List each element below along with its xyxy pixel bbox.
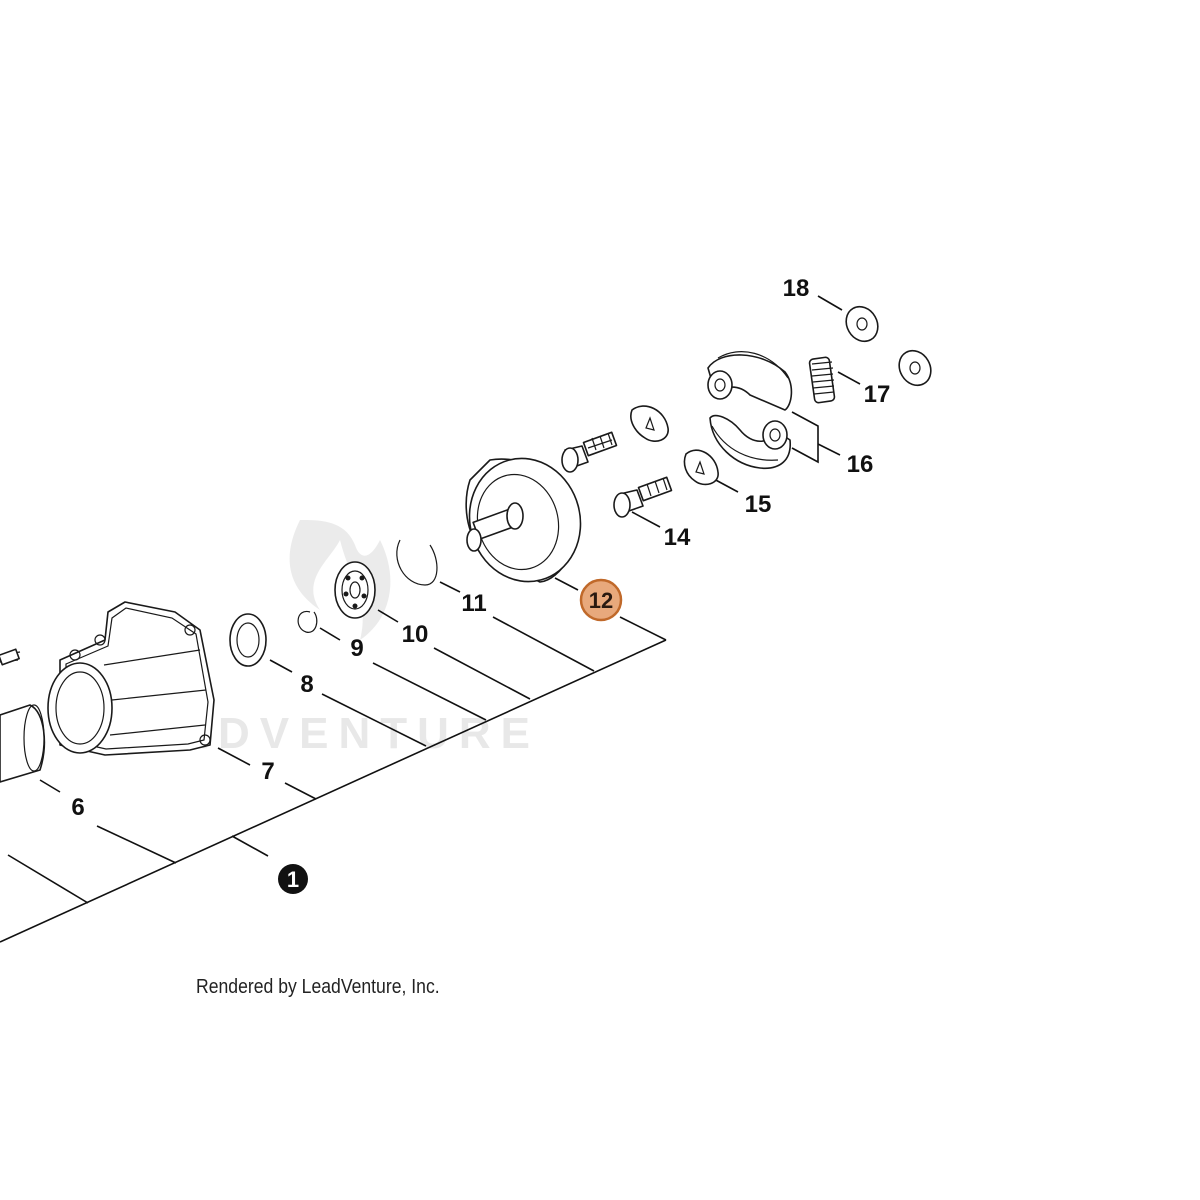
leader-6-top (39, 779, 61, 793)
leader-18 (817, 295, 843, 311)
callout-7[interactable]: 7 (261, 758, 274, 785)
stud-left (0, 648, 20, 666)
cam-upper (630, 405, 669, 442)
leader-6-b (7, 854, 89, 904)
callouts: 1 6 7 8 9 10 11 12 14 15 16 17 18 (71, 275, 890, 894)
shoulder-bolt-upper (561, 431, 618, 473)
callout-8[interactable]: 8 (300, 671, 313, 698)
small-circlip (297, 610, 318, 633)
clutch-shoe-lower (709, 414, 791, 469)
callout-6[interactable]: 6 (71, 794, 84, 821)
clutch-drum (465, 457, 582, 583)
leader-7-top (217, 747, 251, 766)
leader-12-top (554, 577, 579, 591)
leader-14 (631, 511, 661, 528)
drive-tube (0, 651, 46, 783)
callout-9[interactable]: 9 (350, 635, 363, 662)
leader-11 (492, 616, 595, 672)
leader-10 (433, 647, 531, 700)
leader-17 (837, 371, 861, 385)
leader-8 (321, 693, 427, 747)
leader-10-top (377, 609, 399, 623)
svg-text:1: 1 (287, 867, 299, 892)
leader-12 (619, 616, 667, 641)
cam-lower (683, 449, 719, 486)
spring (808, 356, 836, 404)
leader-11-top (439, 581, 461, 593)
leader-16 (791, 411, 819, 464)
clutch-shoe-upper (707, 351, 793, 411)
leader-8-top (269, 659, 293, 673)
callout-12[interactable]: 12 (579, 578, 623, 622)
render-credit: Rendered by LeadVenture, Inc. (196, 976, 440, 998)
washer-lower (898, 349, 932, 387)
oil-seal (229, 613, 267, 667)
leader-9-top (319, 627, 341, 641)
washer-upper (845, 305, 879, 343)
callout-11[interactable]: 11 (461, 590, 486, 617)
svg-text:12: 12 (589, 588, 613, 613)
callout-14[interactable]: 14 (664, 524, 691, 551)
leader-9 (372, 662, 487, 721)
snap-ring (396, 539, 438, 586)
callout-1[interactable]: 1 (278, 864, 308, 894)
callout-15[interactable]: 15 (745, 491, 772, 518)
callout-17[interactable]: 17 (864, 381, 891, 408)
parts (0, 305, 932, 783)
leader-16-tick (817, 443, 841, 456)
leader-7 (284, 782, 317, 800)
baseline (0, 639, 667, 943)
callout-16[interactable]: 16 (847, 451, 874, 478)
shoulder-bolt-lower (613, 476, 673, 518)
callout-10[interactable]: 10 (402, 621, 429, 648)
ball-bearing (334, 561, 376, 619)
clutch-housing (47, 601, 215, 756)
leader-lines (0, 295, 861, 943)
leader-6 (96, 825, 177, 864)
callout-18[interactable]: 18 (783, 275, 810, 302)
leader-1 (231, 835, 269, 857)
